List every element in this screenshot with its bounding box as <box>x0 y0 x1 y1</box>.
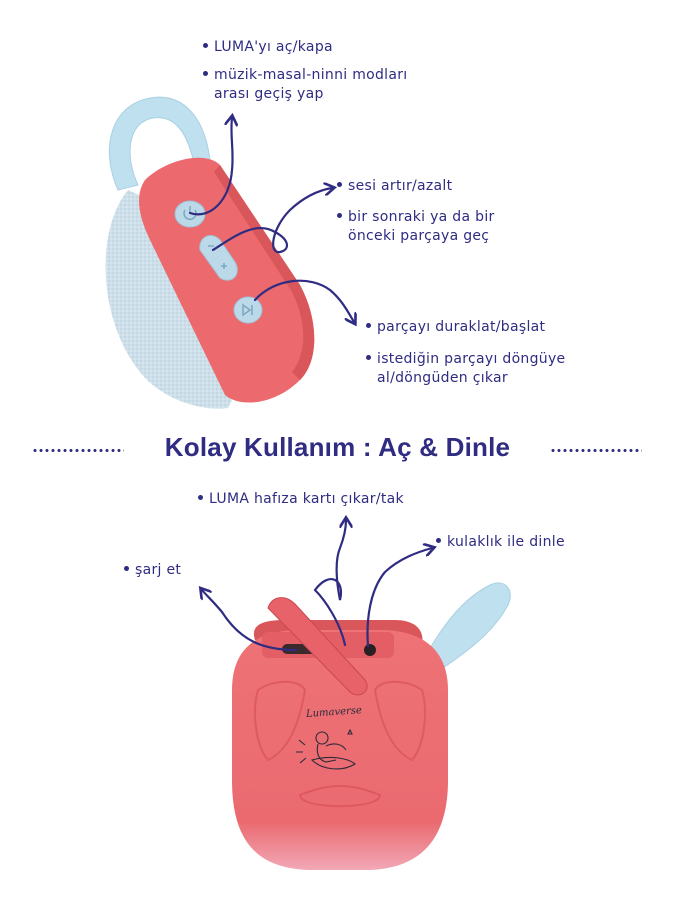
speaker-front-body <box>232 630 448 870</box>
speaker-strap-front <box>419 582 511 671</box>
top-arrows <box>188 118 354 322</box>
label-volume: sesi artır/azalt <box>337 177 452 196</box>
speaker-front-view <box>232 582 511 870</box>
astronaut-illustration <box>296 728 356 770</box>
volume-icon <box>208 245 227 269</box>
headphone-jack-icon <box>364 644 376 656</box>
play-pause-button[interactable] <box>233 296 263 324</box>
label-track-skip: bir sonraki ya da bir önceki parçaya geç <box>337 208 495 246</box>
label-card-slot: LUMA hafıza kartı çıkar/tak <box>198 490 404 509</box>
arrow-usb <box>202 590 298 652</box>
speaker-fabric <box>105 190 236 409</box>
arrow-jack <box>366 548 432 648</box>
arrow-volume <box>211 188 332 254</box>
label-loop: istediğin parçayı döngüye al/döngüden çı… <box>366 350 565 388</box>
power-icon <box>183 206 197 220</box>
label-power: LUMA'yı aç/kapa <box>203 38 333 57</box>
label-headphones: kulaklık ile dinle <box>436 533 565 552</box>
page-title: Kolay Kullanım : Aç & Dinle <box>164 432 511 462</box>
headphone-jack[interactable] <box>364 644 376 656</box>
title-dots-left <box>32 449 124 452</box>
arrow-card <box>313 520 346 647</box>
title-dots-right <box>550 449 642 452</box>
volume-button[interactable] <box>199 235 238 281</box>
arrow-power <box>188 118 233 216</box>
label-charge: şarj et <box>124 561 181 580</box>
card-slot-flap[interactable] <box>267 597 368 696</box>
arrow-play <box>253 279 354 322</box>
bottom-arrows <box>202 520 432 652</box>
label-mode-switch: müzik-masal-ninni modları arası geçiş ya… <box>203 66 408 104</box>
label-play-pause: parçayı duraklat/başlat <box>366 318 545 337</box>
speaker-side-view <box>105 96 315 409</box>
play-pause-icon <box>242 303 253 317</box>
